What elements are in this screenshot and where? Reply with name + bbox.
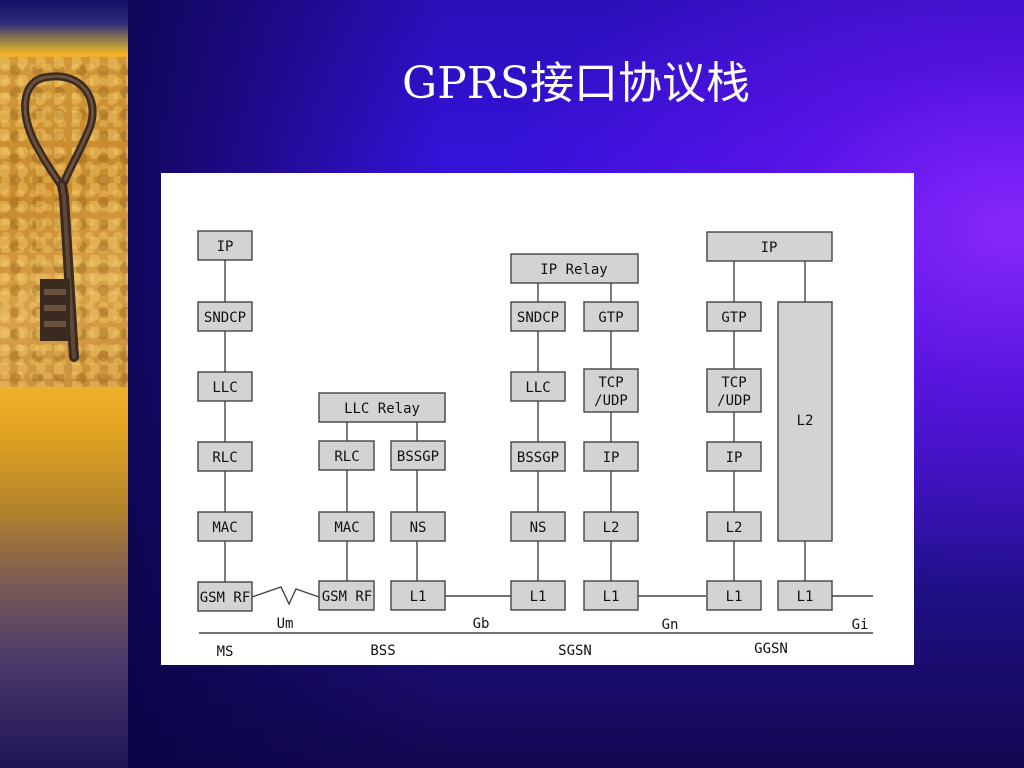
sgsn-ns-label: NS	[530, 520, 547, 536]
ms-sndcp-label: SNDCP	[204, 310, 246, 326]
ggsn-node-label: GGSN	[754, 641, 788, 657]
ggsn-ip-lower-label: IP	[726, 450, 743, 466]
sgsn-bssgp-layer: BSSGP	[510, 441, 566, 472]
interface-links	[199, 586, 873, 634]
ms-ip-layer: IP	[197, 230, 253, 261]
sgsn-sndcp-layer: SNDCP	[510, 301, 566, 332]
ms-sndcp-layer: SNDCP	[197, 301, 253, 332]
diagram-canvas: IP SNDCP LLC RLC MAC GSM RF LLC Relay RL…	[197, 230, 873, 660]
ggsn-tcp-udp-layer: TCP /UDP	[706, 368, 762, 413]
ggsn-l2-left-label: L2	[726, 520, 743, 536]
bss-rlc-label: RLC	[334, 449, 359, 465]
bss-l1-label: L1	[410, 589, 427, 605]
ms-stack: IP SNDCP LLC RLC MAC GSM RF	[197, 230, 253, 612]
bss-llc-relay-layer: LLC Relay	[318, 392, 446, 423]
ggsn-l1-right-label: L1	[797, 589, 814, 605]
bss-bssgp-label: BSSGP	[397, 449, 439, 465]
bss-ns-label: NS	[410, 520, 427, 536]
sgsn-ip-label: IP	[603, 450, 620, 466]
sgsn-tcp-udp-layer: TCP /UDP	[583, 368, 639, 413]
sgsn-l1-left-label: L1	[530, 589, 547, 605]
sgsn-bssgp-label: BSSGP	[517, 450, 559, 466]
sgsn-node-label: SGSN	[558, 643, 592, 659]
ms-mac-layer: MAC	[197, 511, 253, 542]
ggsn-l2-tall-label: L2	[797, 413, 814, 429]
protocol-stack-diagram: IP SNDCP LLC RLC MAC GSM RF LLC Relay RL…	[161, 173, 914, 665]
sgsn-l1-left-layer: L1	[510, 580, 566, 611]
ggsn-ip-layer: IP	[706, 231, 833, 262]
interface-labels: Um Gb Gn Gi	[277, 616, 869, 633]
ggsn-l2-left-layer: L2	[706, 511, 762, 542]
sgsn-l1-right-label: L1	[603, 589, 620, 605]
ggsn-udp-label: /UDP	[717, 393, 751, 409]
um-interface-label: Um	[277, 616, 294, 632]
sgsn-ip-layer: IP	[583, 441, 639, 472]
ggsn-l1-left-layer: L1	[706, 580, 762, 611]
sgsn-l1-right-layer: L1	[583, 580, 639, 611]
sgsn-l2-layer: L2	[583, 511, 639, 542]
ggsn-stack: IP GTP TCP /UDP IP L2 L2 L1 L1	[706, 231, 833, 611]
ggsn-gtp-layer: GTP	[706, 301, 762, 332]
bss-ns-layer: NS	[390, 511, 446, 542]
sgsn-udp-label: /UDP	[594, 393, 628, 409]
sgsn-llc-label: LLC	[525, 380, 550, 396]
bss-gsmrf-layer: GSM RF	[318, 580, 375, 611]
bss-node-label: BSS	[370, 643, 395, 659]
ggsn-ip-label: IP	[761, 240, 778, 256]
ggsn-tcp-label: TCP	[721, 375, 746, 391]
bss-mac-label: MAC	[334, 520, 359, 536]
gn-interface-label: Gn	[662, 617, 679, 633]
sgsn-ns-layer: NS	[510, 511, 566, 542]
sgsn-tcp-label: TCP	[598, 375, 623, 391]
ggsn-l2-tall-layer: L2	[777, 301, 833, 542]
slide-title: GPRS接口协议栈	[401, 58, 751, 109]
sgsn-llc-layer: LLC	[510, 371, 566, 402]
ms-gsmrf-layer: GSM RF	[197, 581, 253, 612]
gi-interface-label: Gi	[852, 617, 869, 633]
ms-llc-label: LLC	[212, 380, 237, 396]
ms-node-label: MS	[217, 644, 234, 660]
sgsn-sndcp-label: SNDCP	[517, 310, 559, 326]
bss-mac-layer: MAC	[318, 511, 375, 542]
bss-gsmrf-label: GSM RF	[322, 589, 373, 605]
bss-l1-layer: L1	[390, 580, 446, 611]
node-labels: MS BSS SGSN GGSN	[217, 641, 788, 660]
key-icon	[21, 72, 97, 362]
sgsn-stack: IP Relay SNDCP GTP LLC TCP /UDP BSSGP IP…	[510, 253, 639, 611]
sgsn-ip-relay-layer: IP Relay	[510, 253, 639, 284]
gb-interface-label: Gb	[473, 616, 490, 632]
ms-rlc-label: RLC	[212, 450, 237, 466]
ms-ip-label: IP	[217, 239, 234, 255]
bss-bssgp-layer: BSSGP	[390, 440, 446, 471]
ggsn-ip-lower-layer: IP	[706, 441, 762, 472]
key-image	[0, 57, 128, 387]
sgsn-gtp-label: GTP	[598, 310, 623, 326]
bss-stack: LLC Relay RLC BSSGP MAC NS GSM RF L1	[318, 392, 446, 611]
bss-llc-relay-label: LLC Relay	[344, 401, 420, 417]
sgsn-ip-relay-label: IP Relay	[540, 262, 607, 278]
ggsn-gtp-label: GTP	[721, 310, 746, 326]
ggsn-l1-right-layer: L1	[777, 580, 833, 611]
sgsn-gtp-layer: GTP	[583, 301, 639, 332]
ms-mac-label: MAC	[212, 520, 237, 536]
ms-llc-layer: LLC	[197, 371, 253, 402]
ggsn-l1-left-label: L1	[726, 589, 743, 605]
ms-rlc-layer: RLC	[197, 441, 253, 472]
ms-gsmrf-label: GSM RF	[200, 590, 251, 606]
bss-rlc-layer: RLC	[318, 440, 375, 471]
stack-connectors	[224, 260, 806, 582]
sgsn-l2-label: L2	[603, 520, 620, 536]
